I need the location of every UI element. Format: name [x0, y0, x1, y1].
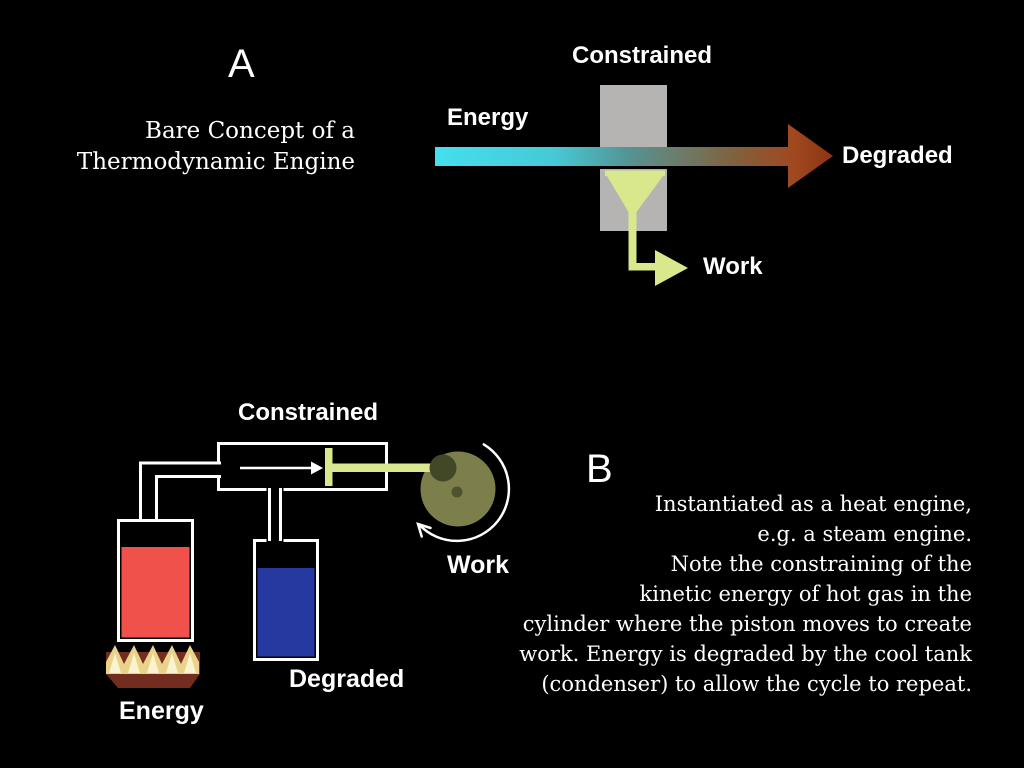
- cool-tank-fluid: [257, 568, 315, 657]
- caption-line: Instantiated as a heat engine,: [654, 492, 972, 516]
- panel-a-title: Bare Concept of a Thermodynamic Engine: [77, 116, 355, 178]
- funnel-cone: [607, 176, 663, 212]
- caption-line: work. Energy is degraded by the cool tan…: [519, 642, 972, 666]
- work-label-a: Work: [703, 253, 763, 280]
- caption-line: e.g. a steam engine.: [757, 522, 972, 546]
- constrained-label-a: Constrained: [572, 42, 713, 69]
- energy-flow-arrow: [435, 124, 833, 188]
- piston-rod: [332, 463, 444, 472]
- funnel-top-bar: [605, 170, 665, 176]
- flame-icon: [106, 645, 200, 688]
- flame-inner: [109, 653, 196, 673]
- funnel-stem: [628, 211, 637, 271]
- caption-line: kinetic energy of hot gas in the: [639, 582, 972, 606]
- cylinder-inlet-gap: [215, 464, 222, 475]
- exhaust-pipe: [268, 488, 282, 541]
- caption-line: Note the constraining of the: [670, 552, 972, 576]
- panel-a-title-line1: Bare Concept of a: [145, 118, 355, 144]
- rotation-arrow: [416, 443, 511, 543]
- degraded-label-a: Degraded: [842, 142, 953, 169]
- degraded-label-b: Degraded: [289, 665, 405, 693]
- crank-pin: [429, 454, 457, 482]
- piston: [325, 448, 333, 486]
- work-label-b: Work: [447, 551, 510, 579]
- constrained-label-b: Constrained: [238, 399, 379, 426]
- flywheel-hub-dot: [451, 486, 463, 498]
- work-funnel-arrow: [605, 170, 688, 286]
- caption-line: (condenser) to allow the cycle to repeat…: [541, 672, 972, 696]
- work-arrowhead-icon: [655, 250, 688, 286]
- tank-inlet-gap: [266, 537, 284, 544]
- energy-label-b: Energy: [119, 697, 204, 725]
- work-elbow: [628, 263, 658, 271]
- cylinder-outlet-gap: [266, 486, 284, 493]
- panel-b-caption: Instantiated as a heat engine, e.g. a st…: [432, 489, 972, 699]
- hot-tank-fluid: [121, 547, 190, 638]
- gas-flow-arrow: [240, 461, 323, 475]
- caption-line: cylinder where the piston moves to creat…: [522, 612, 972, 636]
- panel-b-letter: B: [586, 447, 613, 491]
- panel-a-letter: A: [228, 42, 255, 86]
- steam-pipe: [139, 461, 221, 521]
- constraint-box-upper: [600, 85, 667, 147]
- panel-a-title-line2: Thermodynamic Engine: [76, 149, 355, 175]
- energy-label-a: Energy: [447, 104, 529, 131]
